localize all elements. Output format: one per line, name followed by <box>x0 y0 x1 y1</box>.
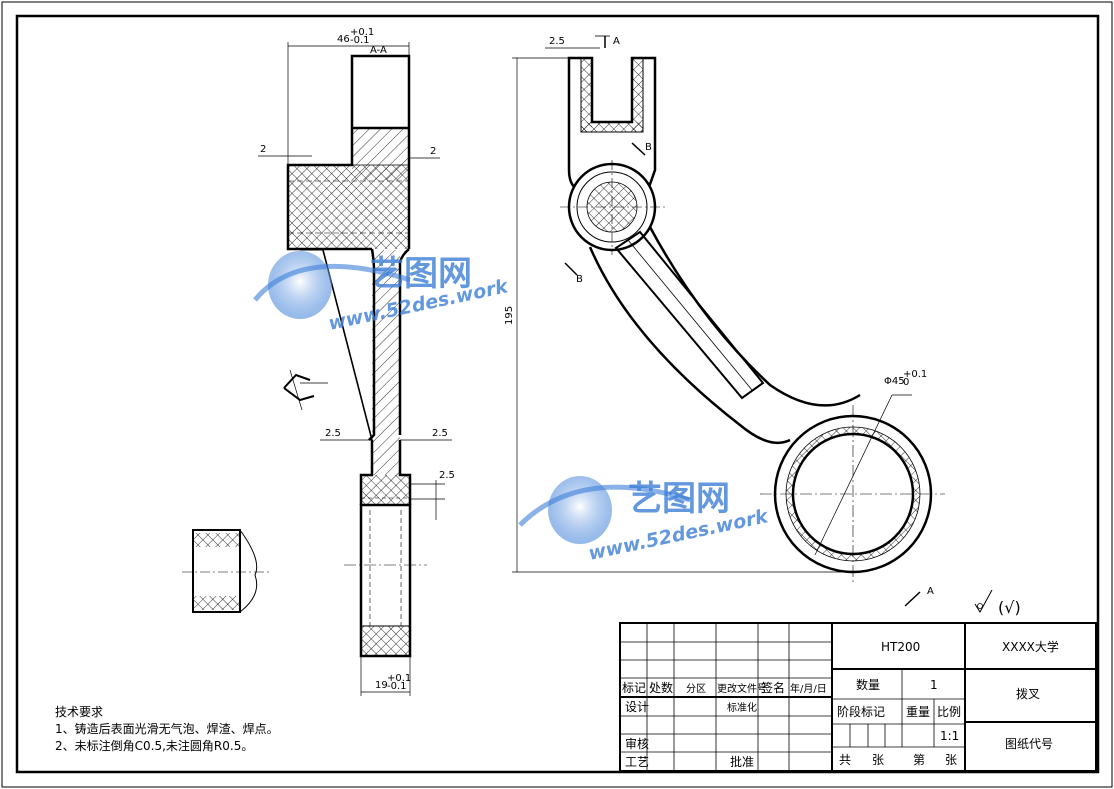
rev-doc: 更改文件号 <box>717 682 767 695</box>
roughness-symbol: (√) <box>974 589 1021 617</box>
view-label-b-lower: B <box>576 274 583 285</box>
view-label-b-upper: B <box>645 142 652 153</box>
watermark-brand: 艺图网 <box>370 254 472 294</box>
check-label: 审核 <box>625 736 649 751</box>
watermark-logo: 艺图网 www.52des.work <box>253 251 511 335</box>
dim-bore-tol-lower: 0 <box>903 377 909 388</box>
watermark-logo-2: 艺图网 www.52des.work <box>518 476 771 565</box>
sheets-unit-1: 张 <box>872 753 884 767</box>
dim-top-width: 46 <box>337 34 350 45</box>
drawing-code-label: 图纸代号 <box>1005 737 1053 751</box>
dim-bottom-tol-lower: -0.1 <box>387 681 407 692</box>
tech-requirement-2: 2、未标注倒角C0.5,未注圆角R0.5。 <box>55 739 254 753</box>
view-label-a-bottom: A <box>927 586 934 597</box>
qty-value: 1 <box>930 678 938 692</box>
section-view-a-a: 46 +0.1 -0.1 A-A 2 2 2.5 2.5 2.5 19 +0.1… <box>258 27 455 696</box>
design-label: 设计 <box>625 700 649 714</box>
process-label: 工艺 <box>625 755 649 769</box>
tech-requirements: 技术要求 1、铸造后表面光滑无气泡、焊渣、焊点。 2、未标注倒角C0.5,未注圆… <box>55 704 279 755</box>
rev-sign: 签名 <box>761 680 785 695</box>
dim-bottom-width: 19 <box>375 680 388 691</box>
rev-mark: 标记 <box>622 681 646 695</box>
rev-count: 处数 <box>649 680 673 695</box>
dim-top-tol-upper: +0.1 <box>350 27 374 38</box>
dim-offset-left: 2 <box>260 144 266 155</box>
qty-label: 数量 <box>856 677 880 692</box>
detail-symbol <box>283 369 328 411</box>
dim-bore-tol-upper: +0.1 <box>903 369 927 380</box>
section-label: A-A <box>370 45 387 56</box>
dim-bottom-tol-upper: +0.1 <box>387 673 411 684</box>
detail-view-partial <box>182 529 270 613</box>
rev-zone: 分区 <box>686 683 706 695</box>
dim-step-left: 2.5 <box>325 428 341 439</box>
roughness-note: (√) <box>998 598 1021 617</box>
title-block-text: HT200 XXXX大学 拨叉 图纸代号 数量 1 阶段标记 重量 比例 1:1… <box>622 639 1059 769</box>
scale-value: 1:1 <box>940 729 959 743</box>
dim-height: 195 <box>504 306 515 325</box>
part-name: 拨叉 <box>1016 687 1040 701</box>
scale-label: 比例 <box>937 705 961 719</box>
weight-label: 重量 <box>906 705 930 719</box>
tech-requirements-title: 技术要求 <box>55 705 104 719</box>
watermark-brand-2: 艺图网 <box>628 479 730 519</box>
dim-step-height: 2.5 <box>439 470 455 481</box>
dim-step-right: 2.5 <box>432 428 448 439</box>
standard-label: 标准化 <box>727 701 757 714</box>
dim-offset-right: 2 <box>430 146 436 157</box>
stage-label: 阶段标记 <box>837 704 885 719</box>
dim-bore-dia: Φ45 <box>884 376 905 387</box>
view-label-a-top: A <box>613 36 620 47</box>
material: HT200 <box>881 640 920 654</box>
tech-requirement-1: 1、铸造后表面光滑无气泡、焊渣、焊点。 <box>55 722 279 736</box>
main-view: Φ45 +0.1 0 195 2.5 A B B A <box>504 35 945 607</box>
rev-date: 年/月/日 <box>790 682 827 695</box>
dim-slot-width: 2.5 <box>549 36 565 47</box>
inner-frame <box>15 14 1100 774</box>
school-name: XXXX大学 <box>1002 639 1059 654</box>
title-block <box>619 622 1097 772</box>
sheets-unit-2: 张 <box>945 753 957 767</box>
dim-top-tol-lower: -0.1 <box>350 35 370 46</box>
sheet-no-label: 第 <box>913 753 925 767</box>
approve-label: 批准 <box>730 754 754 769</box>
sheets-total-label: 共 <box>839 753 851 767</box>
